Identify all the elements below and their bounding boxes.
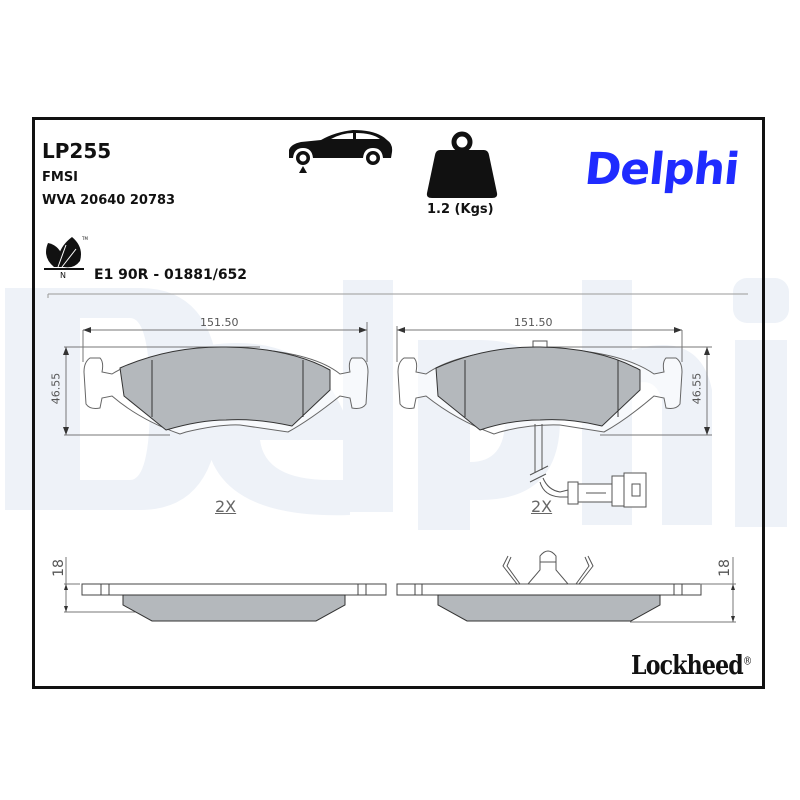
approval-number: E1 90R - 01881/652 — [94, 267, 248, 283]
weight-value: 1.2 (Kgs) — [427, 202, 494, 217]
right-pad-height-dim: 46.55 — [690, 372, 704, 405]
eco-letter: N — [60, 271, 66, 280]
svg-text:TM: TM — [81, 236, 88, 241]
right-pad-width-dim: 151.50 — [514, 316, 553, 329]
right-pad-front-view — [396, 326, 712, 508]
left-pad-width-dim: 151.50 — [200, 316, 239, 329]
left-pad-front-view — [63, 322, 369, 436]
front-axle-car-icon — [289, 130, 393, 173]
right-pad-side-view — [396, 550, 736, 623]
weight-icon — [426, 131, 498, 198]
right-pad-quantity: 2X — [531, 497, 553, 516]
eco-leaf-icon: TM — [44, 236, 88, 270]
right-thickness-dim: 18 — [716, 559, 733, 577]
registered-mark: ® — [742, 654, 752, 668]
wva-numbers: WVA 20640 20783 — [42, 193, 176, 208]
datasheet-frame — [32, 117, 765, 689]
left-pad-side-view — [64, 557, 387, 622]
left-pad-quantity: 2X — [215, 497, 237, 516]
lockheed-logo: Lockheed® — [631, 651, 752, 681]
lockheed-text: Lockheed — [631, 651, 744, 681]
fmsi-label: FMSI — [42, 170, 79, 185]
left-thickness-dim: 18 — [50, 559, 67, 577]
left-pad-height-dim: 46.55 — [49, 372, 63, 405]
part-code: LP255 — [42, 139, 112, 163]
